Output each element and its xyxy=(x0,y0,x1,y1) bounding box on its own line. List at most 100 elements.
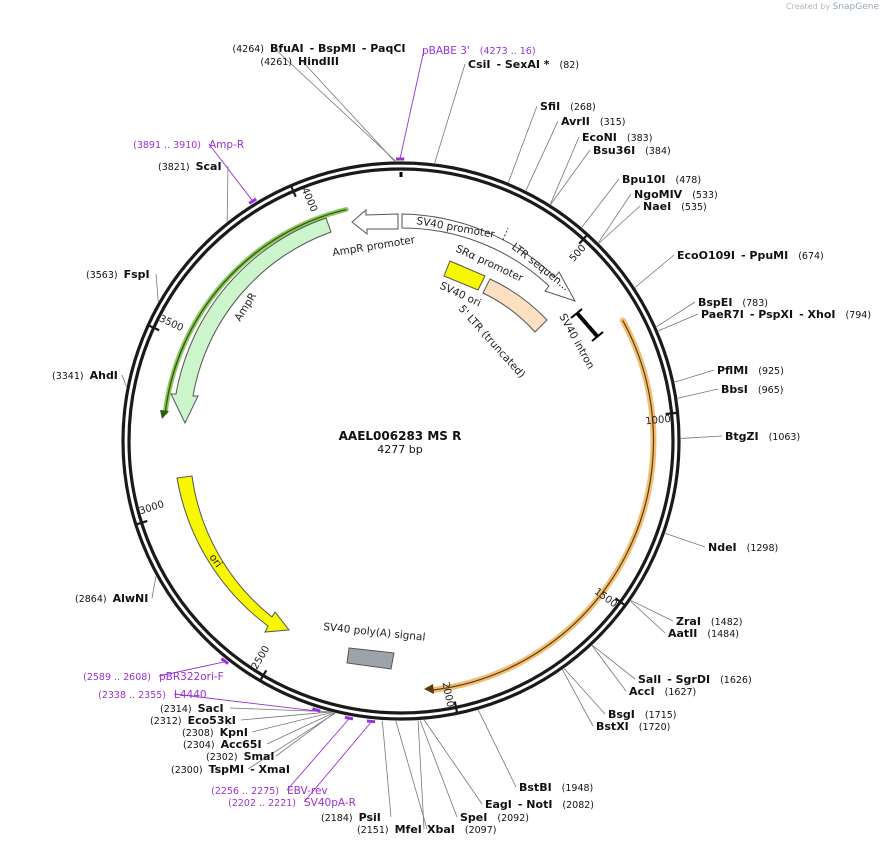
feature-label-sv40-polya: SV40 poly(A) signal xyxy=(323,621,426,644)
site-position: (1298) xyxy=(747,543,779,554)
restriction-site[interactable]: BsgI(1715) xyxy=(608,708,677,721)
restriction-site[interactable]: (3563)FspI xyxy=(86,268,150,281)
restriction-site[interactable]: (2304)Acc65I xyxy=(183,738,262,751)
restriction-site[interactable]: SpeI(2092) xyxy=(460,811,529,824)
site-leader-line xyxy=(630,600,666,634)
site-name: EagI xyxy=(485,798,512,811)
site-position: (2302) xyxy=(206,752,238,763)
primer[interactable]: pBABE 3'(4273 .. 16) xyxy=(422,45,536,57)
tick-mark xyxy=(665,411,678,416)
site-name: BstBI xyxy=(519,781,552,794)
site-name: PsiI xyxy=(359,811,381,824)
restriction-site[interactable]: BstXI(1720) xyxy=(596,720,670,733)
restriction-site[interactable]: AvrII(315) xyxy=(561,115,625,128)
restriction-site[interactable]: BfuAI- BspMI- PaqCI(4264) xyxy=(232,42,405,55)
primer[interactable]: L4440 (2338 .. 2355) xyxy=(98,689,206,701)
site-position: (2308) xyxy=(182,728,214,739)
site-name: AccI xyxy=(629,685,655,698)
restriction-site[interactable]: (2151)MfeI xyxy=(357,823,422,836)
site-leader-line xyxy=(226,165,229,222)
primer[interactable]: pBR322ori-F(2589 .. 2608) xyxy=(83,671,224,683)
primer-range: (2338 .. 2355) xyxy=(98,690,166,701)
site-name-extra: - XhoI xyxy=(799,308,835,321)
site-leader-line xyxy=(549,136,580,205)
site-leader-line xyxy=(525,120,559,191)
site-name-extra: - BspMI xyxy=(310,42,356,55)
restriction-site[interactable]: EagI- NotI(2082) xyxy=(485,798,594,811)
tick-mark xyxy=(147,324,160,332)
restriction-site[interactable]: EcoNI(383) xyxy=(582,131,652,144)
restriction-site[interactable]: NdeI(1298) xyxy=(708,541,778,554)
tick-label: 3500 xyxy=(157,314,185,335)
restriction-site[interactable]: EcoO109I- PpuMI(674) xyxy=(677,249,824,262)
site-leader-line xyxy=(581,178,620,228)
restriction-site[interactable]: HindIII(4261) xyxy=(260,55,339,68)
tick-label: 1000 xyxy=(645,414,671,428)
restriction-site[interactable]: ZraI(1482) xyxy=(676,615,743,628)
site-position: (383) xyxy=(627,133,653,144)
restriction-site[interactable]: BbsI(965) xyxy=(721,383,783,396)
site-position: (268) xyxy=(570,102,596,113)
restriction-site[interactable]: SfiI(268) xyxy=(540,100,596,113)
site-position: (1720) xyxy=(639,722,671,733)
restriction-site[interactable]: PaeR7I- PspXI- XhoI(794) xyxy=(701,308,871,321)
site-name: AatII xyxy=(668,627,697,640)
site-name: SalI xyxy=(638,673,661,686)
restriction-site[interactable]: (2314)SacI xyxy=(160,702,224,715)
restriction-site[interactable]: (3341)AhdI xyxy=(52,369,118,382)
site-position: (2864) xyxy=(75,594,107,605)
tick-label: 4000 xyxy=(299,186,319,214)
primer[interactable]: EBV-rev(2256 .. 2275) xyxy=(211,785,328,797)
site-position: (2304) xyxy=(183,740,215,751)
restriction-site[interactable]: Bsu36I(384) xyxy=(593,144,671,157)
site-name-extra: - XmaI xyxy=(250,763,290,776)
primer-name: SV40pA-R xyxy=(304,797,356,809)
restriction-site[interactable]: (2308)KpnI xyxy=(182,726,248,739)
site-position: (315) xyxy=(600,117,626,128)
site-position: (384) xyxy=(645,146,671,157)
site-leader-line xyxy=(658,313,699,332)
site-name: XbaI xyxy=(427,823,455,836)
restriction-site[interactable]: BspEI(783) xyxy=(698,296,768,309)
site-leader-line xyxy=(563,668,606,715)
restriction-site[interactable]: AccI(1627) xyxy=(629,685,696,698)
restriction-site[interactable]: BtgZI(1063) xyxy=(725,430,800,443)
site-position: (2312) xyxy=(150,716,182,727)
primer[interactable]: SV40pA-R(2202 .. 2221) xyxy=(228,797,356,809)
site-leader-line xyxy=(229,707,330,713)
primer-range: (3891 .. 3910) xyxy=(133,140,201,151)
restriction-site[interactable]: SalI- SgrDI(1626) xyxy=(638,673,752,686)
tick-label: 2500 xyxy=(250,644,272,672)
restriction-site[interactable]: (2300)TspMI- XmaI xyxy=(171,763,290,776)
restriction-site[interactable]: (2184)PsiI xyxy=(321,811,381,824)
restriction-site[interactable]: XbaI(2097) xyxy=(427,823,496,836)
site-leader-line xyxy=(121,374,127,387)
restriction-site[interactable]: NgoMIV(533) xyxy=(634,188,718,201)
restriction-site[interactable]: PflMI(925) xyxy=(717,364,784,377)
site-position: (3821) xyxy=(158,162,190,173)
restriction-site[interactable]: (2312)Eco53kI xyxy=(150,714,236,727)
site-name: NaeI xyxy=(643,200,671,213)
restriction-site[interactable]: AatII(1484) xyxy=(668,627,739,640)
site-leader-line xyxy=(677,388,719,399)
feature-ampr-promoter xyxy=(351,208,399,236)
restriction-site[interactable]: Bpu10I(478) xyxy=(622,173,701,186)
orf-arc-insert xyxy=(429,317,657,694)
backbone-inner-ring xyxy=(127,167,675,715)
restriction-site[interactable]: (2864)AlwNI xyxy=(75,592,148,605)
feature-ori xyxy=(176,475,290,633)
primer-name: L4440 xyxy=(174,689,207,701)
site-position: (478) xyxy=(676,175,702,186)
restriction-site[interactable]: (3821)ScaI xyxy=(158,160,222,173)
restriction-site[interactable]: BstBI(1948) xyxy=(519,781,593,794)
primer-layer: pBABE 3'(4273 .. 16) Amp-R(3891 .. 3910) p… xyxy=(83,45,535,809)
primer-leader-line xyxy=(158,661,225,677)
restriction-site[interactable]: (2302)SmaI xyxy=(206,750,275,763)
primer[interactable]: Amp-R(3891 .. 3910) xyxy=(133,139,244,151)
site-leader-line xyxy=(656,301,696,328)
site-name-extra: - PpuMI xyxy=(741,249,788,262)
restriction-site[interactable]: NaeI(535) xyxy=(643,200,707,213)
restriction-site[interactable]: CsiI- SexAI *(82) xyxy=(468,58,579,71)
site-position: (4264) xyxy=(232,44,264,55)
